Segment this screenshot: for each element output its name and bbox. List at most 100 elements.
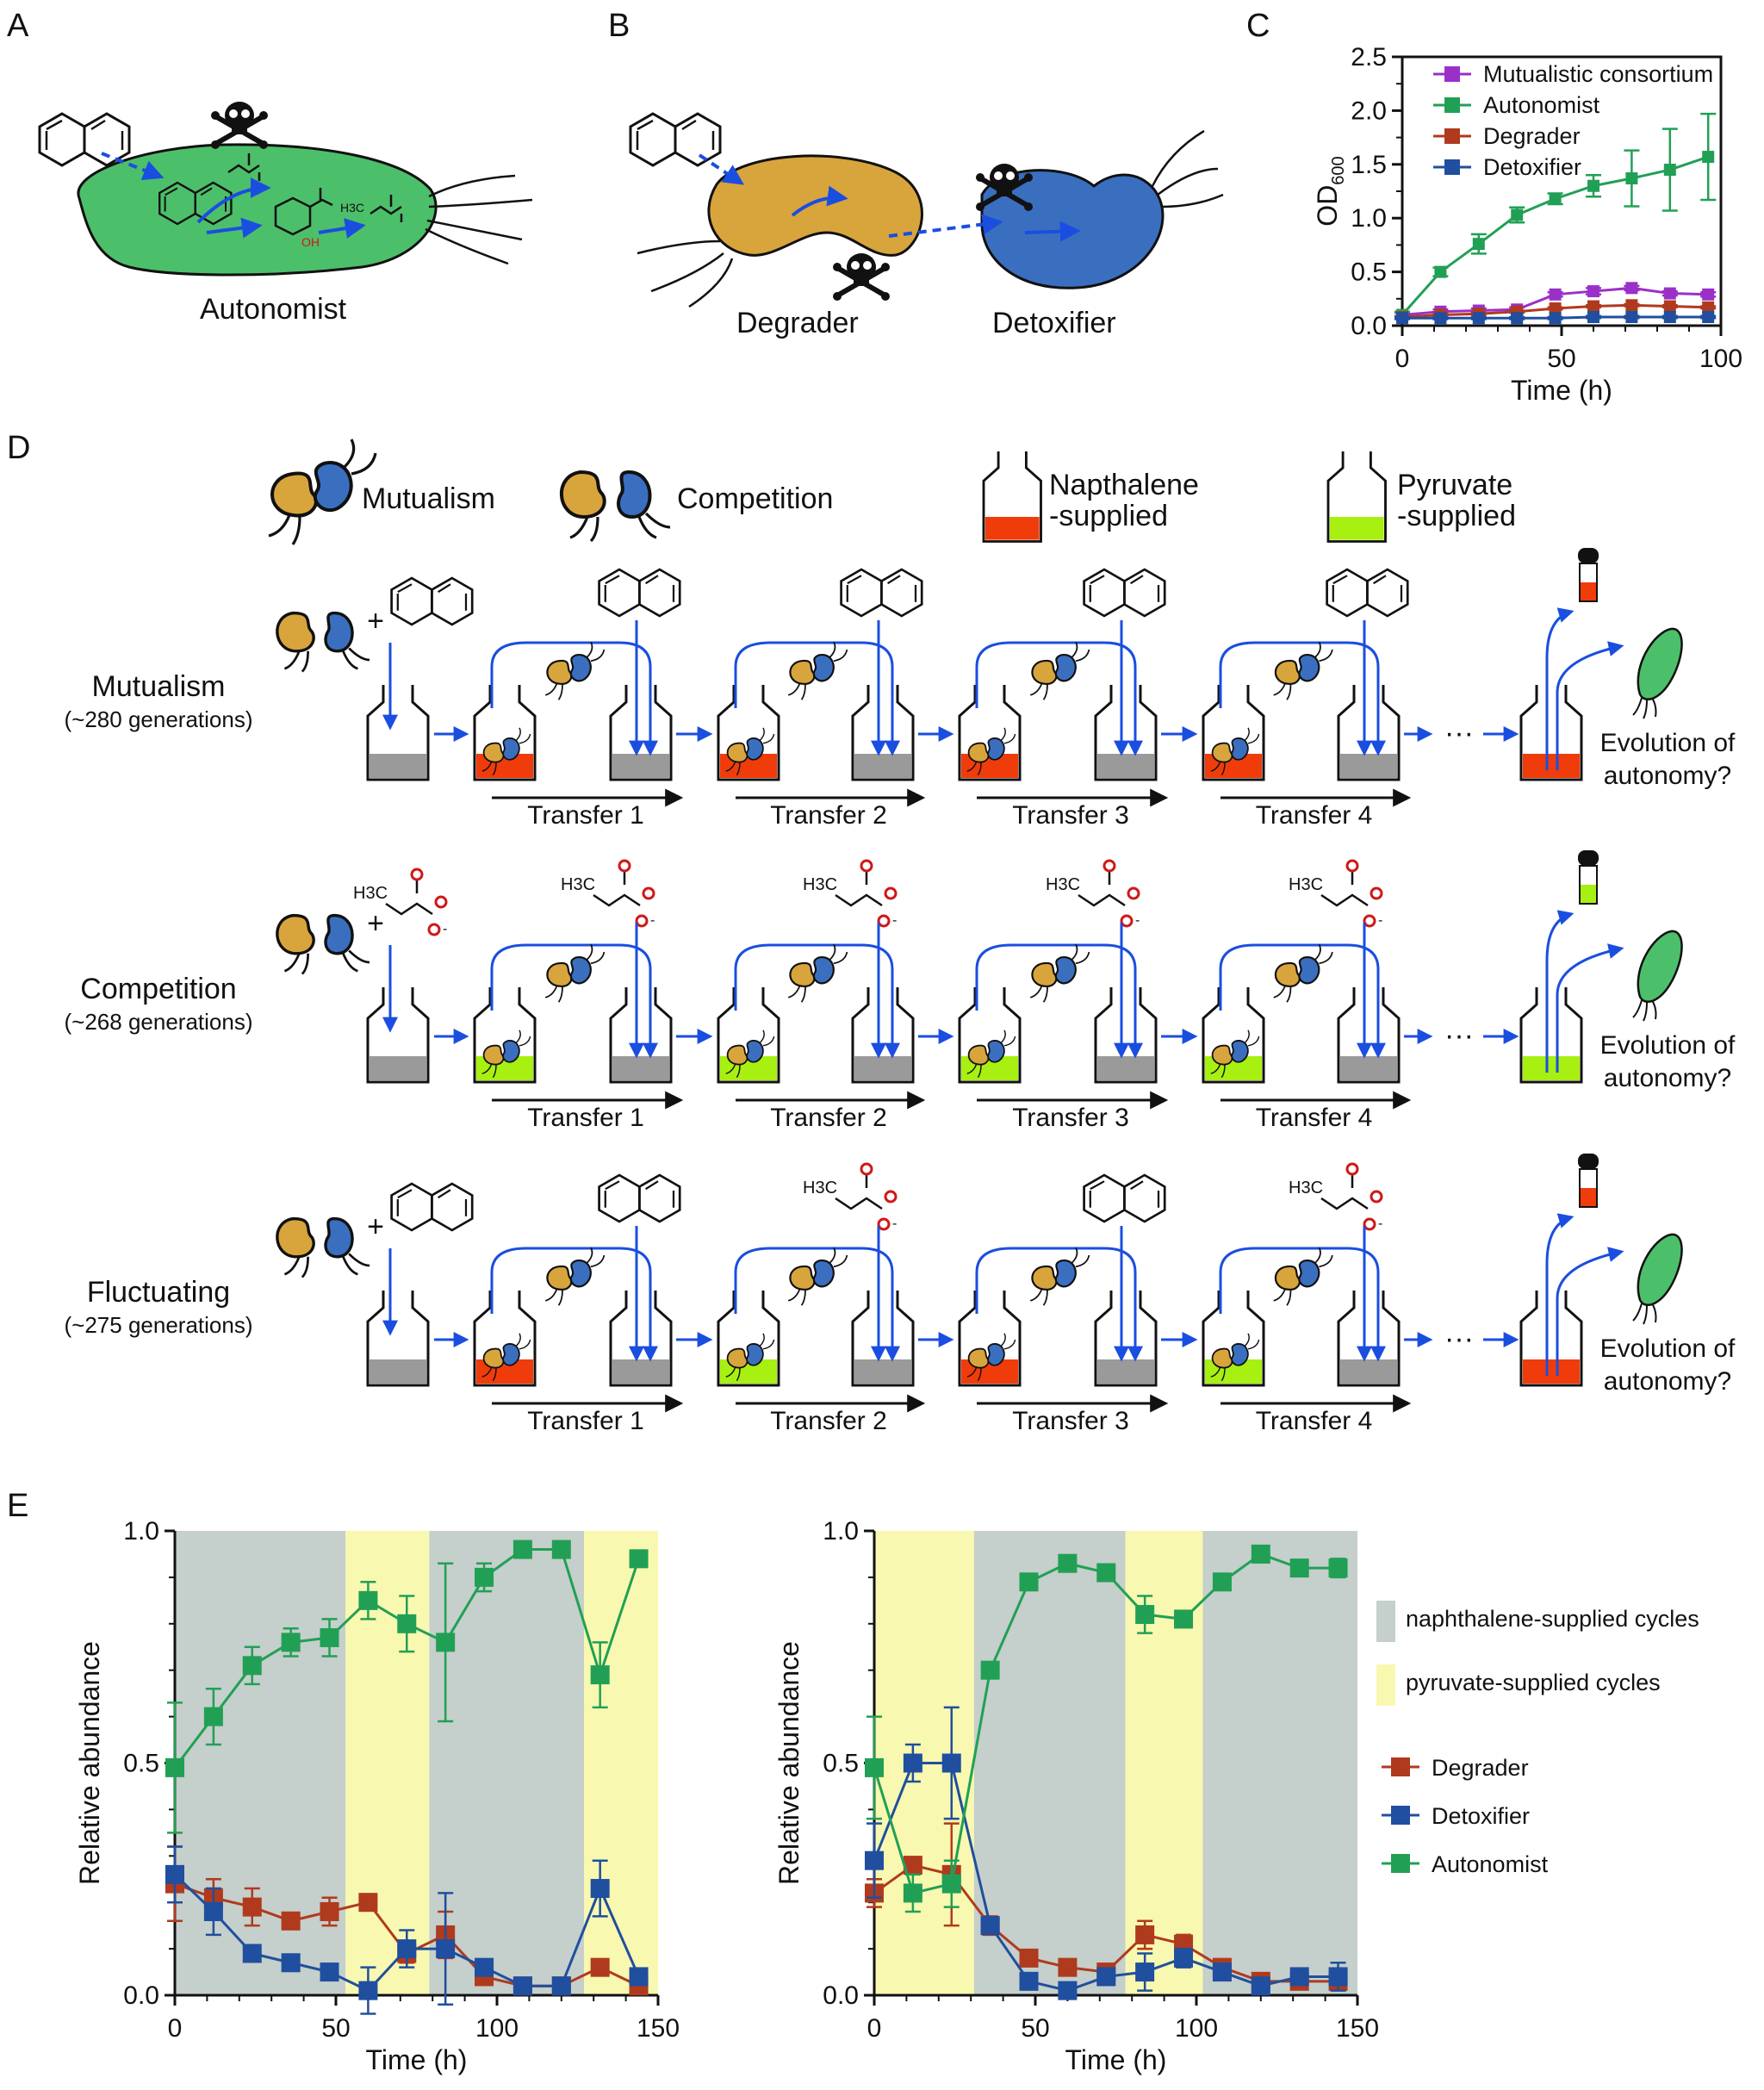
x-tick-label: 100 [1699,345,1742,373]
transfer-loop-arrow [490,1247,658,1362]
data-point [203,1707,223,1726]
transfer-label: Transfer 4 [1256,1104,1373,1132]
data-point [165,1757,184,1777]
data-point [865,1851,884,1870]
band-naphthalene [1202,1531,1357,1995]
legend-marker [1444,97,1460,113]
legend-naph-line2: -supplied [1049,500,1168,532]
medium-fill [1523,754,1580,778]
oxygen-icon [1345,859,1359,873]
medium-fill [854,1359,911,1384]
transferred-cells-icon [1272,1247,1334,1307]
mutualism-pair-icon [267,438,377,546]
band-naphthalene [429,1531,584,1995]
oxygen-icon [1370,886,1383,900]
data-point [1289,1967,1309,1987]
chem-intermediates-icon: H3C OH [227,153,403,249]
legend-autonomist-marker [1391,1854,1410,1873]
data-point [436,1939,456,1959]
oxygen-icon [1102,859,1116,873]
methyl-label: H3C [1289,875,1323,894]
autonomist-label: Autonomist [200,293,347,326]
data-point [1019,1572,1039,1592]
transfer-label: Transfer 3 [1012,1104,1129,1132]
y-tick-label: 2.5 [1351,43,1387,72]
transfer-label: Transfer 4 [1256,801,1373,830]
autonomist-cell-icon [77,143,438,277]
degrader-cell-icon [707,154,923,257]
culture-bottle [958,986,1022,1084]
fresh-bottle [851,1289,915,1387]
charge-label: - [1378,1216,1382,1231]
series-autonomist [865,1544,1348,1913]
oxygen-icon [1370,1190,1383,1204]
legend-autonomist: Autonomist [1432,1851,1549,1877]
medium-fill [370,1056,426,1080]
pyruvate-bonds [835,1174,883,1210]
transferred-cells-icon [1272,943,1334,1004]
y-tick-label: 0.0 [123,1981,159,2010]
data-point [1212,1572,1232,1592]
fresh-bottle [851,986,915,1084]
data-point [1549,312,1562,325]
data-point [1058,1957,1078,1977]
tube-medium [1581,885,1596,903]
legend-pyr-line1: Pyruvate [1397,469,1512,501]
legend-pyr-swatch [1376,1664,1395,1706]
culture-bottle [473,1289,537,1387]
data-point [1174,1609,1194,1629]
data-point [629,1967,649,1987]
y-tick-label: 0.5 [823,1750,859,1778]
oxygen-icon [635,914,649,928]
plus-sign: + [367,605,384,638]
data-point [1328,1558,1348,1578]
charge-label: - [1378,913,1382,928]
naphthalene-molecule-icon [629,112,722,167]
oxygen-icon [618,859,631,873]
isolate-tube-icon [1578,850,1599,905]
x-axis-title: Time (h) [366,2044,468,2075]
legend-label: Detoxifier [1483,154,1581,180]
data-point [320,1901,339,1921]
series-detoxifier [165,1845,649,2015]
y-tick-label: 2.0 [1351,96,1387,125]
x-tick-label: 50 [321,2014,350,2043]
transfer-loop-arrow [490,641,658,756]
legend-naph-line1: Napthalene [1049,469,1199,501]
data-point [1663,164,1676,177]
data-point [1511,312,1524,325]
oxygen-icon [1363,914,1376,928]
data-point [1251,1544,1270,1564]
medium-fill [1340,754,1397,778]
transfer-loop-arrow [1219,1247,1386,1362]
evolved-autonomist-cell-icon [1637,930,1683,1004]
row-title: Competition [80,973,236,1005]
pyruvate-bonds [835,871,883,907]
row-generations: (~280 generations) [65,706,253,732]
series-detoxifier [1394,311,1717,325]
x-axis-title: Time (h) [1065,2044,1167,2075]
medium-fill [612,1056,669,1080]
fresh-bottle [1094,683,1158,781]
data-point [1058,1981,1078,2000]
bottle-initial [366,1289,430,1387]
data-point [1587,285,1599,298]
transfer-loop-arrow [734,1247,900,1362]
plus-sign: + [367,907,384,940]
transfer-label: Transfer 1 [527,1104,644,1132]
y-tick-label: 1.5 [1351,151,1387,179]
legend-pyr-line2: -supplied [1397,500,1516,532]
oxygen-icon [877,1217,891,1231]
y-tick-label: 0.5 [123,1750,159,1778]
evolution-question-line2: autonomy? [1604,762,1731,790]
data-point [436,1633,456,1652]
panel-label-a: A [7,8,29,44]
data-point [629,1549,649,1569]
inoculum-pair-icon [276,1216,371,1279]
data-point [903,1856,922,1875]
data-point [551,1540,571,1559]
inoculum-pair-icon [276,611,371,674]
